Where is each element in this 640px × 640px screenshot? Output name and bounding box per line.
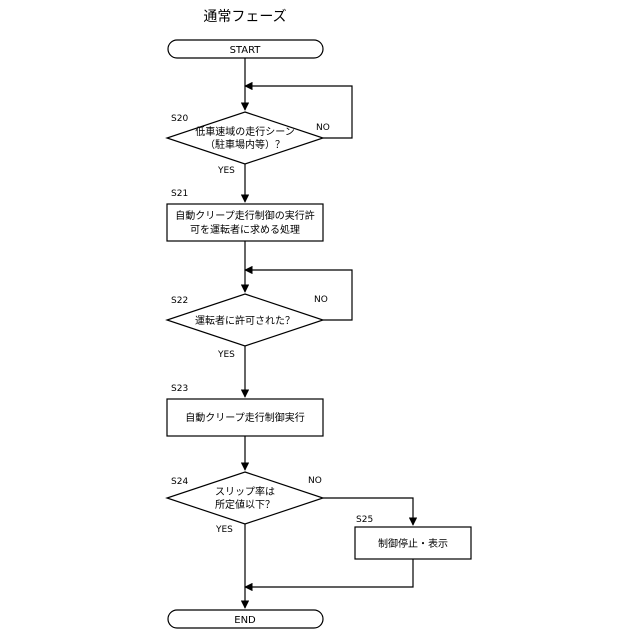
step-id-s20: S20 bbox=[171, 114, 188, 124]
start-label: START bbox=[230, 45, 262, 56]
s21-line-1: 自動クリープ走行制御の実行許 bbox=[175, 209, 314, 222]
decision-s20 bbox=[167, 112, 323, 164]
step-id-s22: S22 bbox=[171, 296, 188, 306]
step-id-s23: S23 bbox=[171, 384, 188, 394]
step-id-s24: S24 bbox=[171, 477, 188, 487]
diagram-title: 通常フェーズ bbox=[203, 9, 286, 25]
s20-no-label: NO bbox=[316, 123, 330, 133]
s24-yes-label: YES bbox=[215, 525, 233, 535]
step-id-s21: S21 bbox=[171, 189, 188, 199]
step-id-s25: S25 bbox=[356, 515, 373, 525]
end-label: END bbox=[234, 615, 256, 626]
decision-s24 bbox=[167, 472, 323, 524]
s20-line-1: 低車速域の走行シーン bbox=[195, 125, 295, 138]
s22-yes-label: YES bbox=[217, 350, 235, 360]
s21-line-2: 可を運転者に求める処理 bbox=[190, 223, 300, 236]
s24-line-2: 所定値以下？ bbox=[215, 498, 275, 511]
s22-no-label: NO bbox=[314, 295, 328, 305]
s23-line-1: 自動クリープ走行制御実行 bbox=[185, 411, 304, 424]
s24-no-label: NO bbox=[308, 476, 322, 486]
s22-line-1: 運転者に許可された？ bbox=[195, 314, 295, 327]
connector-s25-join bbox=[245, 559, 413, 587]
s24-line-1: スリップ率は bbox=[215, 485, 275, 498]
s20-line-2: （駐車場内等）？ bbox=[205, 138, 285, 151]
s20-yes-label: YES bbox=[217, 166, 235, 176]
s25-line-1: 制御停止・表示 bbox=[378, 537, 448, 550]
